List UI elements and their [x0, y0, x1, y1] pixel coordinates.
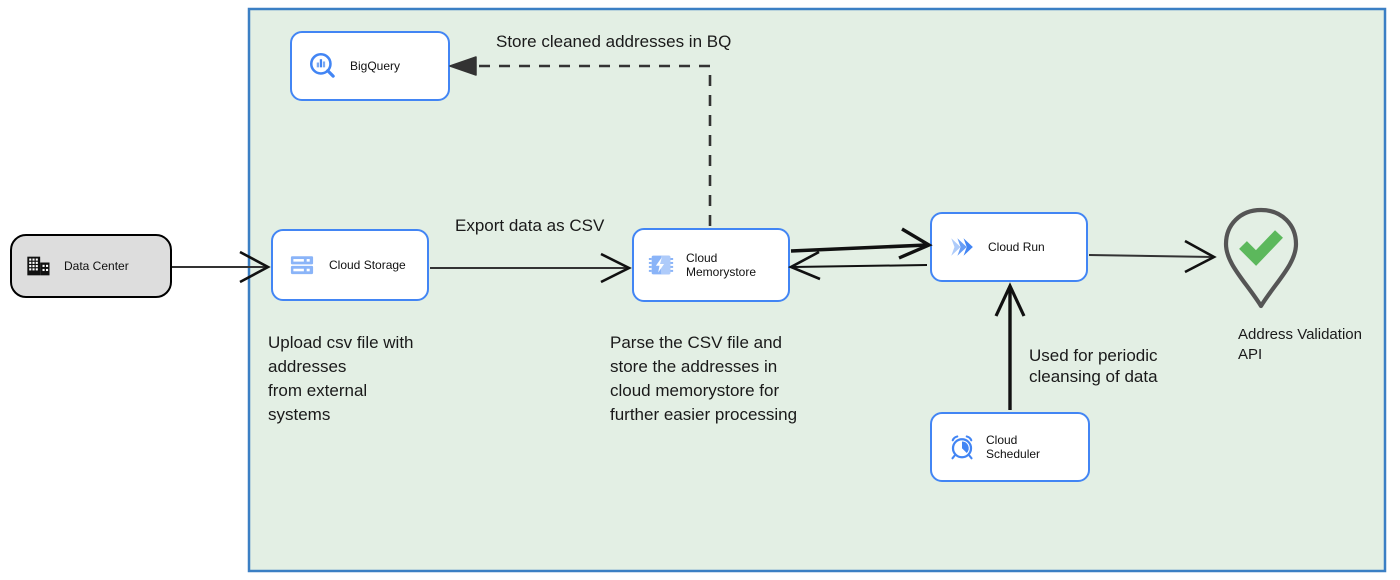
note-parse-csv: Parse the CSV file and store the address… [610, 333, 798, 424]
cloud-run-icon [946, 230, 980, 264]
node-label-cloud-scheduler: Cloud Scheduler [986, 433, 1041, 461]
cloud-scheduler-icon [946, 431, 978, 463]
edge-label-store-in-bq: Store cleaned addresses in BQ [496, 32, 732, 51]
edge-memorystore-to-bigquery [449, 56, 712, 226]
edge-cloudrun-to-validation-api [1088, 239, 1217, 274]
data-center-icon [24, 251, 54, 281]
node-bigquery[interactable]: BigQuery [290, 31, 450, 101]
edge-storage-to-memorystore [430, 252, 632, 284]
edge-memorystore-to-cloudrun [790, 227, 933, 260]
node-label-data-center: Data Center [64, 259, 129, 273]
edge-label-scheduler-note: Used for periodic cleansing of data [1029, 346, 1158, 386]
node-label-cloud-run: Cloud Run [988, 240, 1045, 254]
node-label-bigquery: BigQuery [350, 59, 401, 73]
bigquery-icon [306, 49, 340, 83]
edge-scheduler-to-cloudrun [994, 282, 1026, 410]
edge-label-export-csv: Export data as CSV [455, 216, 605, 235]
node-cloud-storage[interactable]: Cloud Storage [271, 229, 429, 301]
note-upload-csv: Upload csv file with addresses from exte… [268, 333, 414, 424]
node-cloud-run[interactable]: Cloud Run [930, 212, 1088, 282]
node-cloud-scheduler[interactable]: Cloud Scheduler [930, 412, 1090, 482]
edge-cloudrun-to-memorystore [787, 250, 928, 281]
node-cloud-memorystore[interactable]: Cloud Memorystore [632, 228, 790, 302]
node-address-validation-api[interactable] [1218, 206, 1304, 310]
node-label-cloud-memorystore: Cloud Memorystore [686, 251, 757, 279]
map-pin-check-icon [1223, 207, 1299, 309]
cloud-memorystore-icon [646, 250, 676, 280]
label-address-validation-api: Address Validation API [1238, 326, 1362, 363]
edge-datacenter-to-storage [172, 250, 271, 284]
google-cloud-boundary [247, 7, 1387, 573]
cloud-storage-icon [287, 250, 317, 280]
node-label-cloud-storage: Cloud Storage [329, 258, 406, 272]
node-data-center[interactable]: Data Center [10, 234, 172, 298]
